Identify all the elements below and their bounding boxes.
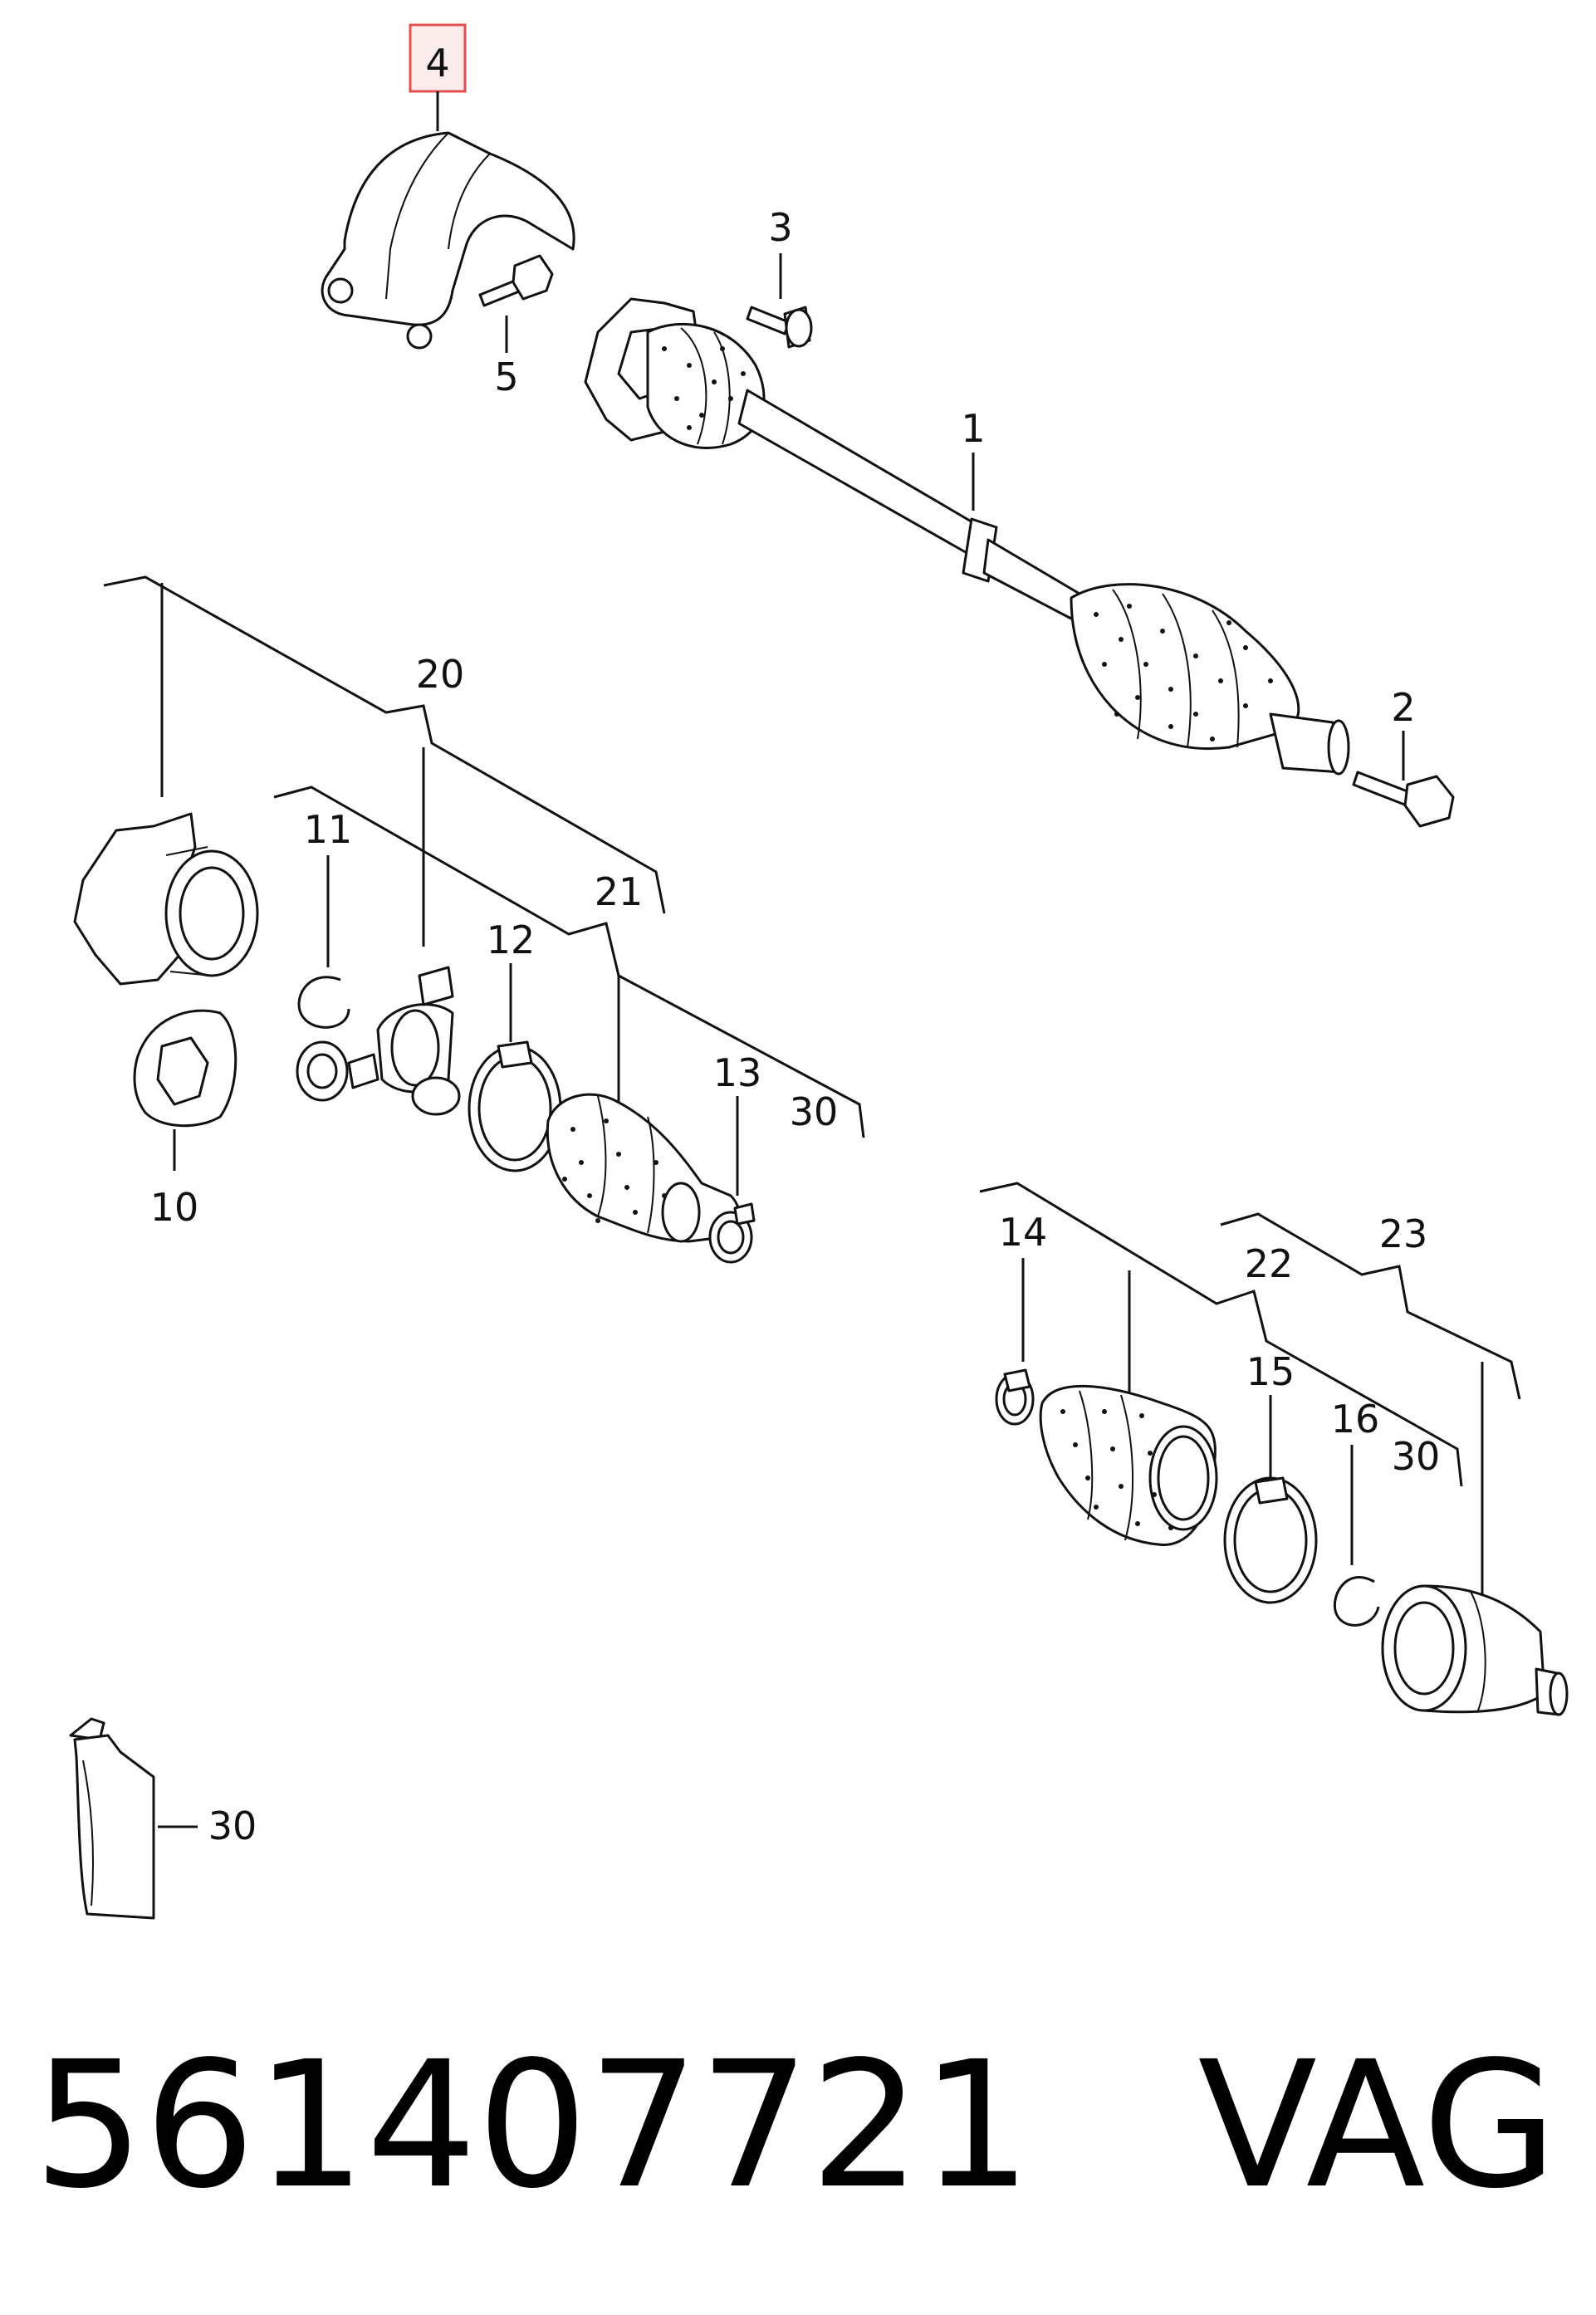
callout-21[interactable]: 21 xyxy=(595,869,644,914)
brand-name: VAG xyxy=(1197,2024,1558,2227)
clamp-part-15 xyxy=(1223,1476,1318,1604)
drive-shaft-part xyxy=(584,297,1350,776)
callout-1[interactable]: 1 xyxy=(961,406,985,451)
bolt-part-3 xyxy=(746,306,813,349)
part-caption: 561407721 VAG xyxy=(33,2018,1561,2234)
callout-12[interactable]: 12 xyxy=(487,918,536,962)
outer-boot-part xyxy=(1039,1384,1218,1546)
callout-10[interactable]: 10 xyxy=(150,1185,199,1230)
outer-cv-joint-part xyxy=(1381,1584,1569,1716)
callout-30-top[interactable]: 30 xyxy=(790,1089,839,1134)
clamp-part-12 xyxy=(468,1040,562,1172)
callout-2[interactable]: 2 xyxy=(1391,685,1415,730)
part-number: 561407721 xyxy=(33,2024,1032,2227)
heat-shield-part xyxy=(321,131,575,350)
callout-15[interactable]: 15 xyxy=(1246,1349,1295,1394)
joint-housing-part xyxy=(73,812,259,986)
callout-30-right[interactable]: 30 xyxy=(1392,1434,1441,1479)
callout-3[interactable]: 3 xyxy=(768,205,792,250)
callout-30-grease[interactable]: 30 xyxy=(208,1804,257,1848)
callout-13[interactable]: 13 xyxy=(713,1050,762,1095)
flange-seal-part-10 xyxy=(133,1009,237,1128)
bolt-part-5 xyxy=(478,254,554,307)
grease-tube-part xyxy=(69,1717,155,1920)
circlip-part-16 xyxy=(1333,1576,1380,1627)
callout-11[interactable]: 11 xyxy=(304,807,353,852)
callout-22[interactable]: 22 xyxy=(1245,1241,1294,1286)
inner-boot-part xyxy=(546,1093,741,1243)
callout-23[interactable]: 23 xyxy=(1379,1211,1428,1256)
callout-5[interactable]: 5 xyxy=(494,355,518,399)
bolt-part-2 xyxy=(1352,771,1455,828)
clamp-part-13 xyxy=(708,1202,756,1264)
clamp-part-14 xyxy=(995,1368,1035,1426)
circlip-part-11 xyxy=(297,976,350,1029)
tripod-roller-part xyxy=(296,966,461,1116)
callout-20[interactable]: 20 xyxy=(416,652,465,697)
callout-4[interactable]: 4 xyxy=(425,41,449,86)
callout-16[interactable]: 16 xyxy=(1331,1397,1380,1441)
callout-14[interactable]: 14 xyxy=(999,1210,1048,1255)
